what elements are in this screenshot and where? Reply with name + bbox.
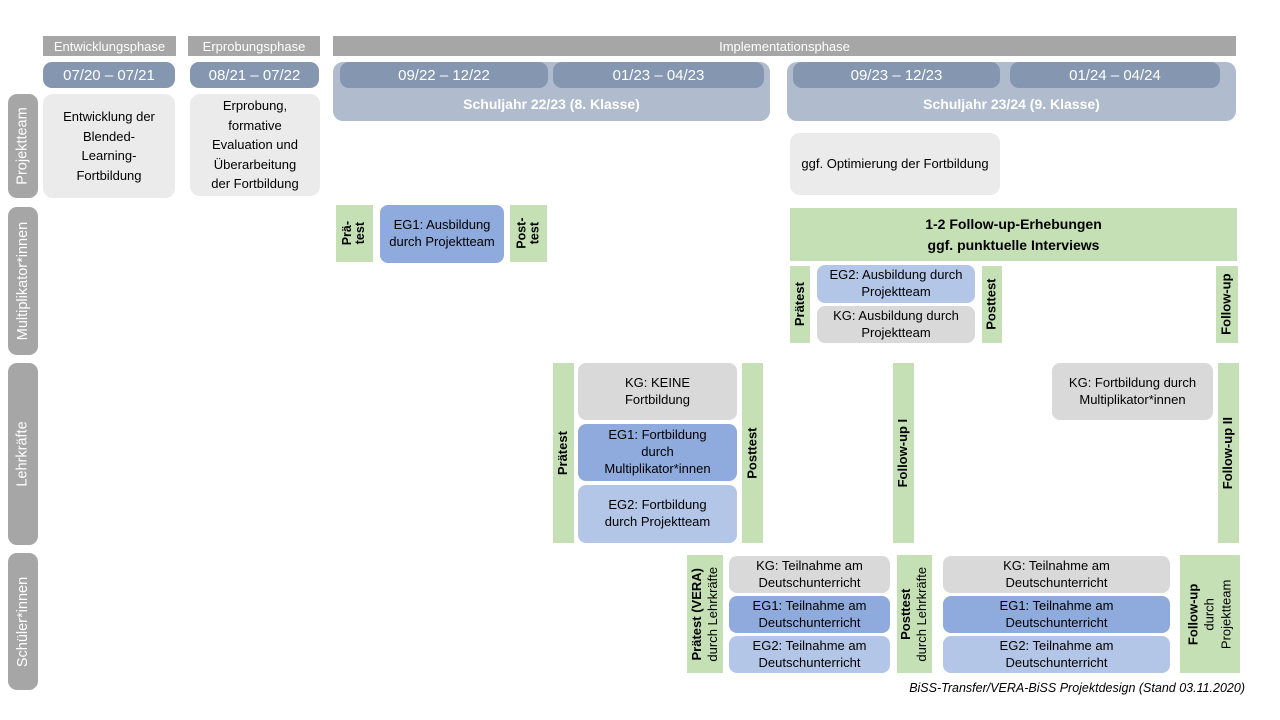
col-posttest-multiplikatoren-2-text: Posttest: [983, 278, 999, 331]
box-kg-keine-fortbildung: KG: KEINE Fortbildung: [578, 363, 737, 420]
footer-caption: BiSS-Transfer/VERA-BiSS Projektdesign (S…: [909, 681, 1245, 695]
box-eg1-fortbildung-multiplikatoren: EG1: Fortbildung durch Multiplikator*inn…: [578, 424, 737, 481]
phase-bar-erprobungsphase: Erprobungsphase: [188, 36, 320, 56]
row-label-multiplikatoren: Multiplikator*innen: [8, 207, 38, 355]
col-posttest-schueler: Posttest durch Lehrkräfte: [897, 555, 932, 673]
col-followup1-lehrkraefte-text: Follow-up I: [895, 418, 911, 488]
box-kg-teilnahme-1: KG: Teilnahme am Deutschunterricht: [729, 556, 890, 593]
date-pill-09-23: 09/23 – 12/23: [793, 62, 1000, 88]
col-followup2-lehrkraefte-text: Follow-up II: [1220, 416, 1236, 490]
col-posttest-multiplikatoren-1: Post- test: [510, 205, 547, 262]
phase-bar-implementationsphase: Implementationsphase: [333, 36, 1236, 56]
col-praetest-multiplikatoren-1-text: Prä- test: [340, 221, 368, 246]
row-label-lehrkraefte-text: Lehrkräfte: [15, 421, 32, 487]
box-eg2-teilnahme-1: EG2: Teilnahme am Deutschunterricht: [729, 636, 890, 673]
box-eg1-teilnahme-1: EG1: Teilnahme am Deutschunterricht: [729, 596, 890, 633]
row-label-schueler-text: Schüler*innen: [15, 576, 32, 667]
date-pill-09-22: 09/22 – 12/22: [340, 62, 548, 88]
col-praetest-vera-schueler-text: Prätest (VERA) durch Lehrkräfte: [688, 566, 721, 662]
date-pill-01-24: 01/24 – 04/24: [1010, 62, 1220, 88]
box-kg-fortbildung-multiplikatoren: KG: Fortbildung durch Multiplikator*inne…: [1052, 363, 1213, 420]
col-posttest-multiplikatoren-2: Posttest: [982, 266, 1002, 343]
col-praetest-multiplikatoren-1: Prä- test: [336, 205, 373, 262]
date-pill-entwicklung: 07/20 – 07/21: [43, 62, 175, 88]
col-posttest-multiplikatoren-1-text: Post- test: [514, 217, 542, 250]
banner-line1: 1-2 Follow-up-Erhebungen: [925, 216, 1102, 233]
col-followup-multiplikatoren-text: Follow-up: [1218, 273, 1234, 336]
phase-bar-entwicklungsphase: Entwicklungsphase: [43, 36, 176, 56]
col-followup-schueler-text: Follow-up durch Projektteam: [1185, 579, 1234, 649]
banner-line2: ggf. punktuelle Interviews: [927, 236, 1100, 253]
box-eg2-ausbildung-projektteam: EG2: Ausbildung durch Projektteam: [817, 265, 975, 303]
box-kg-ausbildung-projektteam: KG: Ausbildung durch Projektteam: [817, 306, 975, 343]
col-posttest-schueler-text: Posttest durch Lehrkräfte: [898, 566, 930, 662]
row-label-projektteam-text: Projektteam: [15, 107, 31, 185]
box-entwicklung-fortbildung: Entwicklung der Blended-Learning-Fortbil…: [43, 94, 175, 198]
row-label-schueler: Schüler*innen: [8, 553, 38, 690]
col-praetest-lehrkraefte-text: Prätest: [555, 430, 571, 476]
col-posttest-lehrkraefte-text: Posttest: [744, 427, 760, 479]
col-followup1-lehrkraefte: Follow-up I: [893, 363, 914, 543]
col-praetest-multiplikatoren-2: Prätest: [790, 266, 810, 343]
box-erprobung-evaluation: Erprobung, formative Evaluation und Über…: [190, 94, 320, 196]
row-label-multiplikatoren-text: Multiplikator*innen: [15, 221, 32, 341]
box-eg2-fortbildung-projektteam: EG2: Fortbildung durch Projektteam: [578, 485, 737, 543]
row-label-lehrkraefte: Lehrkräfte: [8, 363, 38, 545]
col-followup2-lehrkraefte: Follow-up II: [1218, 363, 1239, 543]
date-pill-01-23: 01/23 – 04/23: [553, 62, 764, 88]
box-eg1-ausbildung-projektteam: EG1: Ausbildung durch Projektteam: [380, 205, 504, 263]
box-eg1-teilnahme-2: EG1: Teilnahme am Deutschunterricht: [943, 596, 1170, 633]
row-label-projektteam: Projektteam: [8, 94, 38, 198]
col-followup-multiplikatoren: Follow-up: [1216, 266, 1238, 343]
box-optimierung-fortbildung: ggf. Optimierung der Fortbildung: [790, 133, 1000, 195]
col-praetest-multiplikatoren-2-text: Prätest: [791, 282, 807, 327]
banner-followup-erhebungen: 1-2 Follow-up-Erhebungen ggf. punktuelle…: [790, 208, 1237, 261]
col-followup-schueler: Follow-up durch Projektteam: [1180, 555, 1240, 673]
col-praetest-lehrkraefte: Prätest: [553, 363, 574, 543]
box-eg2-teilnahme-2: EG2: Teilnahme am Deutschunterricht: [943, 636, 1170, 673]
box-kg-teilnahme-2: KG: Teilnahme am Deutschunterricht: [943, 556, 1170, 593]
date-pill-erprobung: 08/21 – 07/22: [190, 62, 319, 88]
col-praetest-vera-schueler: Prätest (VERA) durch Lehrkräfte: [687, 555, 723, 673]
col-posttest-lehrkraefte: Posttest: [742, 363, 763, 543]
